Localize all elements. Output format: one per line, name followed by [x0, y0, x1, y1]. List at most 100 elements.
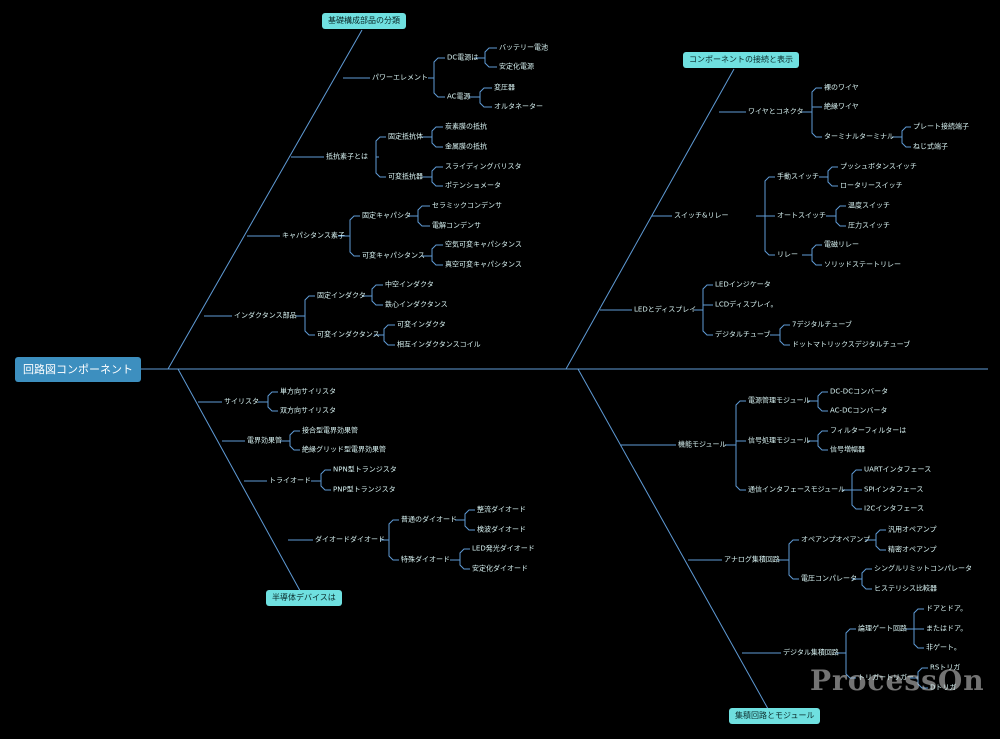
branch-wire-connector[interactable]: ワイヤとコネクタ — [748, 107, 804, 116]
leaf-rotary-switch[interactable]: ロータリースイッチ — [840, 181, 903, 190]
node-dc-power[interactable]: DC電源は — [447, 53, 479, 62]
node-op-amp[interactable]: オペアンプオペアンプ — [801, 535, 871, 544]
leaf-single-limit-comparator[interactable]: シングルリミットコンパレータ — [874, 564, 972, 573]
leaf-carbon-film[interactable]: 炭素膜の抵抗 — [445, 122, 487, 131]
leaf-bare-wire[interactable]: 裸のワイヤ — [824, 83, 859, 92]
leaf-rs-trigger[interactable]: RSトリガ — [930, 663, 961, 672]
leaf-plate-terminal[interactable]: プレート接続端子 — [913, 122, 969, 131]
connector-line — [304, 295, 315, 316]
leaf-screw-terminal[interactable]: ねじ式端子 — [913, 142, 948, 151]
node-ac-power[interactable]: AC電源 — [447, 92, 471, 101]
node-logic-gate[interactable]: 論理ゲート回路 — [858, 624, 907, 633]
leaf-metal-film[interactable]: 金属膜の抵抗 — [445, 142, 487, 151]
branch-switch-relay[interactable]: スイッチ&リレー — [674, 211, 729, 220]
connector-line — [417, 205, 430, 216]
category-semiconductor-devices[interactable]: 半導体デバイスは — [266, 590, 342, 606]
category-integrated-circuits[interactable]: 集積回路とモジュール — [729, 708, 821, 724]
branch-led-display[interactable]: LEDとディスプレイ — [634, 305, 697, 314]
node-fixed-inductor[interactable]: 固定インダクタ — [317, 291, 366, 300]
leaf-insulated-wire[interactable]: 絶縁ワイヤ — [824, 102, 859, 111]
node-fixed-capacitor[interactable]: 固定キャパシタ — [362, 211, 411, 220]
leaf-npn-transistor[interactable]: NPN型トランジスタ — [333, 465, 397, 474]
node-variable-capacitance[interactable]: 可変キャパシタンス — [362, 251, 425, 260]
leaf-unidirectional-thyristor[interactable]: 単方向サイリスタ — [280, 387, 336, 396]
branch-digital-ic[interactable]: デジタル集積回路 — [783, 648, 839, 657]
node-relay[interactable]: リレー — [777, 250, 798, 259]
leaf-bidirectional-thyristor[interactable]: 双方向サイリスタ — [280, 406, 336, 415]
node-flip-flop[interactable]: トリガートリガー — [858, 673, 914, 682]
leaf-uart[interactable]: UARTインタフェース — [864, 465, 932, 474]
leaf-electrolytic-capacitor[interactable]: 電解コンデンサ — [432, 221, 481, 230]
leaf-spi[interactable]: SPIインタフェース — [864, 485, 924, 494]
leaf-d-trigger[interactable]: Dトリガ — [930, 683, 957, 692]
leaf-transformer[interactable]: 変圧器 — [494, 83, 515, 92]
leaf-led-diode[interactable]: LED発光ダイオード — [472, 544, 535, 553]
root-node[interactable]: 回路図コンポーネント — [15, 357, 141, 382]
leaf-pnp-transistor[interactable]: PNP型トランジスタ — [333, 485, 396, 494]
node-digital-tube[interactable]: デジタルチューブ — [715, 330, 771, 339]
branch-capacitance[interactable]: キャパシタンス素子 — [282, 231, 345, 240]
leaf-air-variable-cap[interactable]: 空気可変キャパシタンス — [445, 240, 522, 249]
leaf-iron-core-inductance[interactable]: 鉄心インダクタンス — [385, 300, 448, 309]
leaf-air-core-inductor[interactable]: 中空インダクタ — [385, 280, 434, 289]
leaf-push-button-switch[interactable]: プッシュボタンスイッチ — [840, 162, 917, 171]
leaf-stabilized-power[interactable]: 安定化電源 — [499, 62, 534, 71]
connector-line — [431, 256, 443, 266]
branch-resistor[interactable]: 抵抗素子とは — [326, 152, 368, 161]
leaf-alternator[interactable]: オルタネーター — [494, 102, 543, 111]
leaf-i2c[interactable]: I2Cインタフェース — [864, 504, 925, 513]
node-variable-resistor[interactable]: 可変抵抗器 — [388, 172, 423, 181]
leaf-electromagnetic-relay[interactable]: 電磁リレー — [824, 240, 859, 249]
branch-inductance[interactable]: インダクタンス部品 — [234, 311, 297, 320]
leaf-7-segment-tube[interactable]: 7デジタルチューブ — [792, 320, 852, 329]
branch-analog-ic[interactable]: アナログ集積回路 — [724, 555, 780, 564]
leaf-detector-diode[interactable]: 検波ダイオード — [477, 525, 526, 534]
leaf-led-indicator[interactable]: LEDインジケータ — [715, 280, 771, 289]
leaf-signal-amplifier[interactable]: 信号増幅器 — [830, 445, 865, 454]
leaf-filter[interactable]: フィルターフィルターは — [830, 426, 907, 435]
node-fixed-resistor[interactable]: 固定抵抗体 — [388, 132, 423, 141]
node-signal-processing[interactable]: 信号処理モジュール — [748, 436, 811, 445]
leaf-sliding-varistor[interactable]: スライディングバリスタ — [445, 162, 522, 171]
node-manual-switch[interactable]: 手動スイッチ — [777, 172, 819, 181]
leaf-general-op-amp[interactable]: 汎用オペアンプ — [888, 525, 937, 534]
leaf-junction-fet[interactable]: 接合型電界効果管 — [302, 426, 358, 435]
leaf-ceramic-capacitor[interactable]: セラミックコンデンサ — [432, 201, 502, 210]
category-basic-components[interactable]: 基礎構成部品の分類 — [322, 13, 406, 29]
branch-power-element[interactable]: パワーエレメント — [372, 73, 428, 82]
node-terminal[interactable]: ターミナルターミナル — [824, 132, 894, 141]
leaf-precision-op-amp[interactable]: 精密オペアンプ — [888, 545, 937, 554]
leaf-dc-dc-converter[interactable]: DC-DCコンバータ — [830, 387, 889, 396]
branch-fet[interactable]: 電界効果管 — [247, 436, 282, 445]
node-normal-diode[interactable]: 普通のダイオード — [401, 515, 457, 524]
leaf-and-gate[interactable]: ドアとドア。 — [926, 604, 968, 613]
leaf-ac-dc-converter[interactable]: AC-DCコンバータ — [830, 406, 888, 415]
leaf-rectifier-diode[interactable]: 整流ダイオード — [477, 505, 526, 514]
leaf-battery[interactable]: バッテリー電池 — [499, 43, 548, 52]
leaf-variable-inductor[interactable]: 可変インダクタ — [397, 320, 446, 329]
node-voltage-comparator[interactable]: 電圧コンパレータ — [801, 574, 857, 583]
leaf-potentiometer[interactable]: ポテンショメータ — [445, 181, 501, 190]
leaf-hysteresis-comparator[interactable]: ヒステリシス比較器 — [874, 584, 937, 593]
branch-function-module[interactable]: 機能モジュール — [678, 440, 727, 449]
leaf-not-gate[interactable]: 非ゲート。 — [926, 643, 961, 652]
branch-triode[interactable]: トライオード — [269, 476, 311, 485]
leaf-pressure-switch[interactable]: 圧力スイッチ — [848, 221, 890, 230]
leaf-vacuum-variable-cap[interactable]: 真空可変キャパシタンス — [445, 260, 522, 269]
leaf-dot-matrix-tube[interactable]: ドットマトリックスデジタルチューブ — [792, 340, 911, 349]
node-special-diode[interactable]: 特殊ダイオード — [401, 555, 450, 564]
category-connection-display[interactable]: コンポーネントの接続と表示 — [683, 52, 799, 68]
node-auto-switch[interactable]: オートスイッチ — [777, 211, 826, 220]
leaf-lcd-display[interactable]: LCDディスプレイ。 — [715, 300, 778, 309]
branch-diode[interactable]: ダイオードダイオード — [315, 535, 385, 544]
leaf-mutual-inductance-coil[interactable]: 相互インダクタンスコイル — [397, 340, 481, 349]
leaf-or-gate[interactable]: またはドア。 — [926, 624, 968, 633]
leaf-zener-diode[interactable]: 安定化ダイオード — [472, 564, 528, 573]
node-communication-interface[interactable]: 通信インタフェースモジュール — [748, 485, 846, 494]
branch-thyristor[interactable]: サイリスタ — [224, 397, 259, 406]
node-power-management[interactable]: 電源管理モジュール — [748, 396, 811, 405]
leaf-solid-state-relay[interactable]: ソリッドステートリレー — [824, 260, 901, 269]
leaf-insulated-gate-fet[interactable]: 絶縁グリッド型電界効果管 — [302, 445, 386, 454]
leaf-temperature-switch[interactable]: 温度スイッチ — [848, 201, 890, 210]
node-variable-inductance[interactable]: 可変インダクタンス — [317, 330, 380, 339]
